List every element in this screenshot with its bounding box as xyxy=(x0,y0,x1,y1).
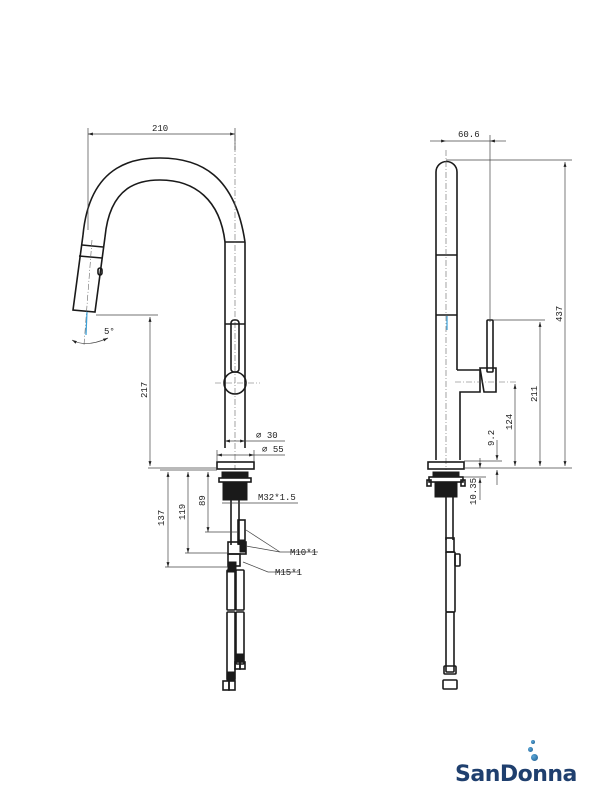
spout-height-label: 217 xyxy=(140,382,150,398)
thread-label: M32*1.5 xyxy=(258,493,296,503)
shank-137-label: 137 xyxy=(157,510,167,526)
spout-inner-arc xyxy=(104,179,226,243)
front-view: 5° xyxy=(71,124,318,691)
handle-axis-label: 124 xyxy=(505,414,515,430)
width-label: 210 xyxy=(152,124,168,134)
side-view: 60.6 437 211 124 9.2 10.35 xyxy=(426,130,572,690)
spout-outer-arc xyxy=(82,157,246,243)
hose-left-lower xyxy=(226,611,236,681)
base-plate xyxy=(216,461,255,470)
bubble-icon xyxy=(531,754,538,761)
angle-label: 5° xyxy=(104,327,115,337)
body-diameter-label: ∅ 30 xyxy=(256,431,278,441)
bubble-icon xyxy=(528,747,533,752)
water-stream xyxy=(85,311,88,336)
base-height-label: 9.2 xyxy=(487,430,497,446)
hose-left-upper xyxy=(226,569,236,611)
total-height-label: 437 xyxy=(555,306,565,322)
base-gap-label: 10.35 xyxy=(469,478,479,505)
bubble-icon xyxy=(531,740,535,744)
shank-119-label: 119 xyxy=(178,504,188,520)
base-diameter-label: ∅ 55 xyxy=(262,445,284,455)
brand-name: SanDonna xyxy=(455,762,577,787)
side-handle xyxy=(486,319,494,373)
handle-top-label: 211 xyxy=(530,386,540,402)
hose-right-upper xyxy=(235,569,245,611)
m10-label: M10*1 xyxy=(290,548,317,558)
reach-label: 60.6 xyxy=(458,130,480,140)
m15-label: M15*1 xyxy=(275,568,302,578)
shank-89-label: 89 xyxy=(198,495,208,506)
